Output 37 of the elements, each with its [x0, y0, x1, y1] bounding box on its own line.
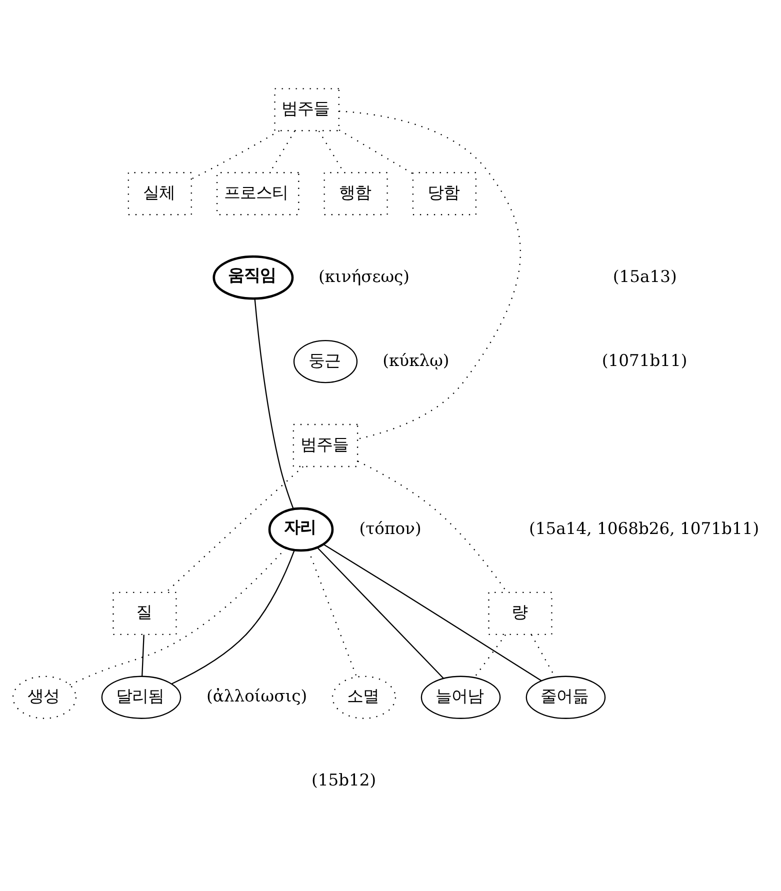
node-label: (ἀλλοίωσις)	[206, 686, 308, 706]
node-box: 량	[488, 592, 552, 635]
connector	[192, 130, 280, 180]
node-box: 범주들	[274, 88, 340, 132]
node-box: 행함	[324, 172, 388, 216]
connector	[358, 460, 508, 592]
node-ellipse: 소멸	[332, 676, 396, 719]
node-ellipse: 자리	[268, 507, 334, 552]
node-ellipse: 둥근	[293, 340, 358, 384]
node-label: (τόπον)	[359, 518, 422, 538]
connector	[338, 110, 521, 440]
node-label: (κύκλῳ)	[382, 350, 450, 370]
connector	[254, 298, 294, 510]
label: (15a13)	[612, 266, 677, 286]
label: (15a14, 1068b26, 1071b11)	[528, 518, 760, 538]
node-box: 당함	[412, 172, 476, 216]
connector	[317, 547, 444, 679]
node-ellipse: 움직임	[212, 255, 294, 300]
node-ellipse: 달리됨	[101, 676, 182, 719]
label: (15b12)	[311, 770, 376, 790]
connector	[308, 550, 358, 677]
node-ellipse: 늘어남	[420, 676, 501, 719]
connector	[474, 634, 506, 678]
label: (1071b11)	[602, 350, 688, 370]
node-box: 질	[112, 592, 177, 635]
connector	[323, 544, 542, 682]
node-box: 범주들	[292, 424, 358, 468]
node-box: 프로스티	[216, 172, 300, 216]
connector	[142, 634, 144, 676]
node-label: (κινήσεως)	[318, 266, 410, 286]
connector	[69, 548, 286, 686]
connector	[172, 550, 295, 684]
connector	[166, 466, 304, 593]
connector	[338, 129, 414, 174]
node-ellipse: 줄어듦	[526, 676, 606, 719]
node-ellipse: 생성	[12, 676, 77, 719]
node-box: 실체	[128, 172, 192, 216]
